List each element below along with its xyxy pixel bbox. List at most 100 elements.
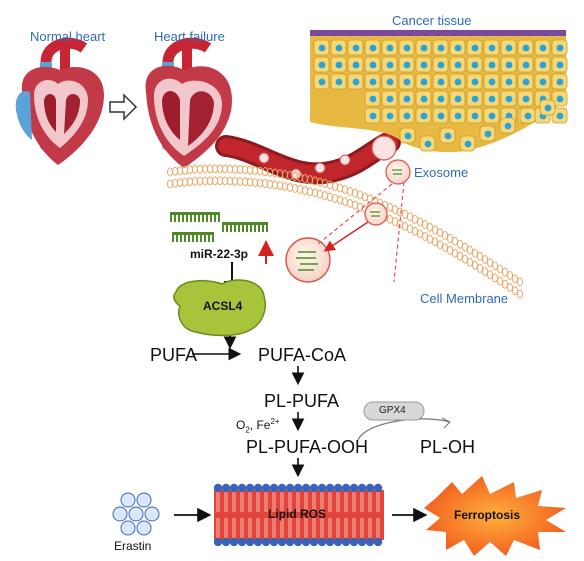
membrane-lipid (432, 237, 438, 247)
mirna-strand (170, 212, 220, 215)
lipid-head (341, 483, 351, 493)
cell-nucleus (488, 112, 496, 120)
cell-nucleus (505, 44, 513, 52)
cell-nucleus (556, 95, 564, 103)
erastin-label: Erastin (114, 539, 152, 553)
membrane-lipid (177, 166, 183, 176)
cell-nucleus (403, 112, 411, 120)
cell-nucleus (471, 112, 479, 120)
cell-nucleus (352, 61, 360, 69)
cell-nucleus (539, 44, 547, 52)
lipid-head (245, 537, 255, 547)
cell-nucleus (318, 78, 326, 86)
lipid-head (237, 537, 247, 547)
cell-nucleus (437, 78, 445, 86)
cell-nucleus (352, 78, 360, 86)
cell-nucleus (522, 95, 530, 103)
membrane-lipid (287, 182, 293, 192)
cell-nucleus (522, 44, 530, 52)
lipid-tail (264, 518, 268, 538)
exosome-small (364, 202, 388, 226)
cell-nucleus (488, 78, 496, 86)
membrane-lipid (477, 251, 483, 261)
cell-nucleus (318, 61, 326, 69)
membrane-lipid (392, 205, 398, 215)
mirna-base (190, 215, 192, 222)
membrane-lipid (347, 198, 353, 208)
membrane-lipid (337, 195, 343, 205)
membrane-lipid (297, 184, 303, 194)
membrane-lipid (497, 264, 503, 274)
lipid-head (213, 537, 223, 547)
lipid-head (349, 537, 359, 547)
membrane-lipid (347, 186, 353, 196)
lipid-tail (312, 518, 316, 538)
lipid-tail (320, 492, 324, 512)
lipid-head (221, 483, 231, 493)
cell-nucleus (544, 104, 552, 112)
cell-nucleus (471, 78, 479, 86)
membrane-lipid (387, 202, 393, 212)
membrane-lipid (217, 164, 223, 174)
cell-nucleus (522, 61, 530, 69)
membrane-lipid (352, 188, 358, 198)
lipid-head (293, 537, 303, 547)
pufa-label: PUFA (150, 345, 198, 365)
lipid-tail (216, 492, 220, 512)
membrane-lipid (407, 224, 413, 234)
membrane-lipid (447, 233, 453, 243)
mirna-strand (172, 232, 214, 235)
lipid-tail (304, 492, 308, 512)
cell-nucleus (369, 44, 377, 52)
pl-oh-label: PL-OH (420, 437, 476, 457)
cell-nucleus (437, 61, 445, 69)
cell-nucleus (488, 61, 496, 69)
mirna-base (218, 215, 220, 222)
mirna-base (262, 225, 264, 232)
pufa-coa-label: PUFA-CoA (258, 345, 347, 365)
membrane-lipid (257, 178, 263, 188)
lipid-head (269, 537, 279, 547)
mirna-strand (222, 222, 268, 225)
membrane-lipid (487, 258, 493, 268)
mirna-base (238, 225, 240, 232)
lipid-head (261, 537, 271, 547)
membrane-lipid (342, 197, 348, 207)
membrane-lipid (187, 177, 193, 187)
lipid-tail (248, 518, 252, 538)
mirna-base (192, 235, 194, 242)
cell-nucleus (352, 44, 360, 52)
cell-nucleus (335, 61, 343, 69)
mirna-base (258, 225, 260, 232)
cell-nucleus (386, 95, 394, 103)
lipid-tail (216, 518, 220, 538)
cell-nucleus (556, 61, 564, 69)
membrane-lipid (437, 240, 443, 250)
membrane-lipid (172, 166, 178, 176)
lipid-tail (360, 492, 364, 512)
cell-nucleus (444, 132, 452, 140)
lipid-head (261, 483, 271, 493)
cell-membrane-label: Cell Membrane (420, 291, 509, 306)
membrane-lipid (447, 245, 453, 255)
lipid-head (341, 537, 351, 547)
membrane-lipid (487, 270, 493, 280)
lipid-tail (320, 518, 324, 538)
membrane-lipid (327, 192, 333, 202)
cell-nucleus (369, 95, 377, 103)
lipid-ros-label: Lipid ROS (268, 507, 326, 521)
membrane-lipid (302, 186, 308, 196)
mirna-base (222, 225, 224, 232)
membrane-lipid (477, 263, 483, 273)
cell-nucleus (403, 95, 411, 103)
cell-nucleus (369, 61, 377, 69)
membrane-lipid (437, 228, 443, 238)
cell-nucleus (369, 78, 377, 86)
lipid-head (365, 483, 375, 493)
cell-nucleus (454, 61, 462, 69)
cell-nucleus (488, 44, 496, 52)
cell-nucleus (424, 140, 432, 148)
cell-nucleus (403, 44, 411, 52)
lipid-tail (256, 492, 260, 512)
lipid-tail (368, 518, 372, 538)
